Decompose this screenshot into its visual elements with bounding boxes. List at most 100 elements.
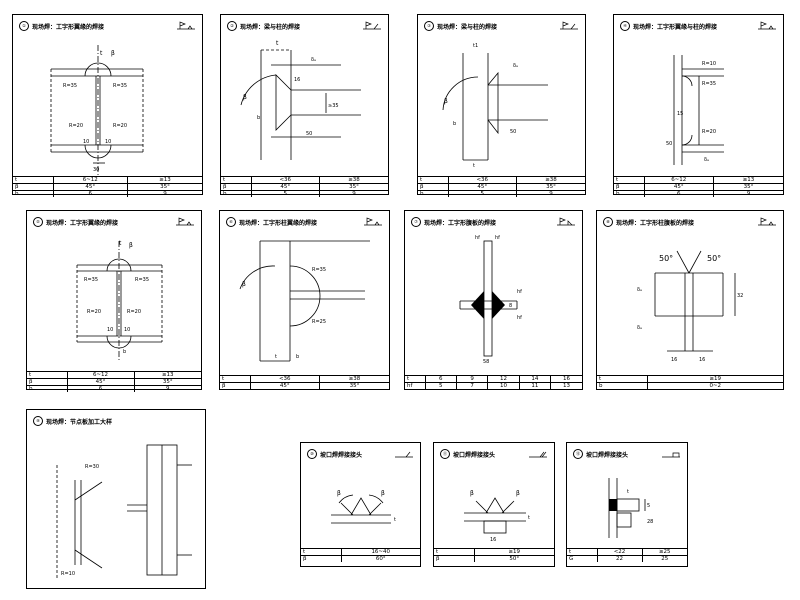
table-cell: 6 (52, 190, 128, 197)
dim-label: ≥35 (328, 103, 339, 109)
dim-label: 15 (677, 111, 683, 117)
dim-label: R=35 (113, 83, 127, 89)
dim-label: 50° (707, 254, 721, 263)
dim-label: hf (495, 235, 500, 241)
weld-detail-drawing: β R=35 R=25 t b (239, 240, 370, 362)
dim-label: t (275, 354, 277, 360)
dim-label: R=10 (702, 61, 716, 67)
dim-label: b (123, 349, 126, 355)
dim-label: 16 (699, 357, 705, 363)
weld-symbol-icon (758, 21, 776, 30)
table-cell: 5 (250, 190, 320, 197)
table-cell: 35° (127, 183, 202, 191)
dim-label: R=35 (135, 277, 149, 283)
weld-symbol-icon (176, 217, 194, 226)
table-cell: t (220, 375, 250, 383)
table-cell: 7 (455, 382, 488, 389)
dim-label: 32 (737, 293, 743, 299)
dim-label: 5 (647, 503, 650, 509)
table-cell: 6~12 (52, 176, 128, 184)
dim-label: δₐ (704, 157, 709, 163)
table-cell: 10 (487, 382, 520, 389)
table-cell: t (27, 371, 67, 379)
table-cell: 6~12 (643, 176, 714, 184)
table-cell: 12 (487, 375, 520, 383)
table-cell: b (614, 190, 644, 197)
table-cell: 35° (713, 183, 783, 191)
table-cell: 60° (340, 555, 420, 562)
table-cell: β (301, 555, 341, 562)
dim-label: 16 (671, 357, 677, 363)
table-cell: ≥19 (473, 548, 554, 556)
dim-label: hf (517, 289, 522, 295)
table-cell: ≥25 (641, 548, 687, 556)
table-cell: 9 (455, 375, 488, 383)
weld-symbol-icon (177, 21, 195, 30)
table-cell: t (405, 375, 425, 383)
dim-label: b (257, 115, 260, 121)
table-cell: β (27, 378, 67, 386)
table-cell: β (434, 555, 474, 562)
dim-label: 50 (306, 131, 312, 137)
dim-label: 28 (647, 519, 653, 525)
dim-label: β (516, 490, 520, 497)
dim-label: β (381, 490, 385, 497)
dim-label: 16 (490, 537, 496, 543)
weld-detail-drawing: t β R=35 R=35 R=20 R=20 10 10 b (76, 240, 163, 361)
table-cell: t (614, 176, 644, 184)
dim-label: 16 (294, 77, 300, 83)
dim-label: 58 (483, 359, 489, 365)
table-cell: 6 (424, 375, 457, 383)
table-cell: 35° (319, 183, 388, 191)
weld-detail-drawing: 50° 50° δₐ δₐ 32 16 16 (637, 250, 743, 363)
dim-label: β (242, 281, 246, 288)
dim-label: 50° (659, 254, 673, 263)
dim-label: β (337, 490, 341, 497)
table-cell: β (221, 183, 251, 191)
dim-label: R=20 (69, 123, 83, 129)
dim-label: t (394, 517, 396, 523)
dim-label: hf (475, 235, 480, 241)
table-cell: b (27, 385, 67, 392)
table-cell: 9 (319, 190, 388, 197)
dim-label: 50 (666, 141, 672, 147)
dim-label: δₐ (311, 57, 316, 63)
table-cell: hf (405, 382, 425, 389)
table-cell: 9 (133, 385, 201, 392)
table-cell: 45° (250, 183, 320, 191)
table-cell: <36 (250, 176, 320, 184)
table-cell: 9 (713, 190, 783, 197)
weld-symbol-icon (557, 217, 575, 226)
table-cell: t (13, 176, 53, 184)
dim-label: R=20 (702, 129, 716, 135)
table-cell: 14 (518, 375, 551, 383)
dim-label: t1 (473, 43, 478, 49)
dim-label: b (296, 354, 299, 360)
dim-label: t (473, 163, 475, 169)
table-cell: ≥38 (516, 176, 585, 184)
table-cell: 5 (447, 190, 517, 197)
table-cell: 0~2 (646, 382, 783, 389)
panel-number: ① (19, 21, 29, 31)
table-cell: G (567, 555, 597, 562)
dim-label: R=20 (127, 309, 141, 315)
weld-symbol-icon (662, 452, 680, 458)
table-cell: 9 (127, 190, 202, 197)
table-cell: 45° (249, 382, 320, 389)
